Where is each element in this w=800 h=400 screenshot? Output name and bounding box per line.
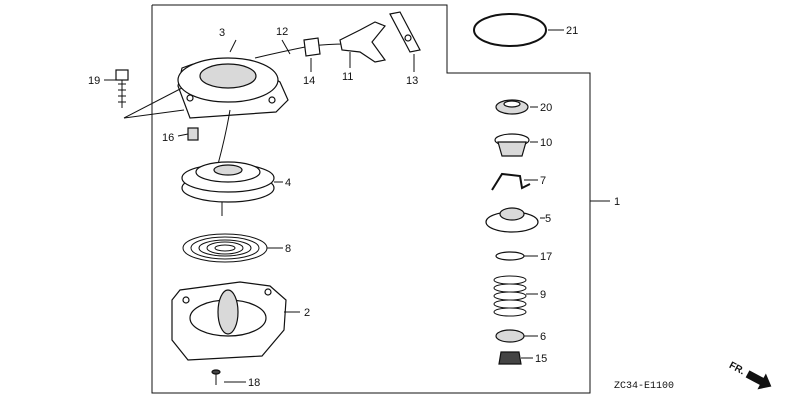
ratchet-guide xyxy=(485,207,539,233)
callout-7: 7 xyxy=(540,175,546,187)
callout-13: 13 xyxy=(406,75,418,87)
starter-base xyxy=(171,281,287,361)
friction-spring xyxy=(493,275,527,317)
setting-nut xyxy=(498,351,522,365)
callout-5: 5 xyxy=(545,213,551,225)
front-direction-indicator: FR. xyxy=(727,360,772,390)
grip-bracket xyxy=(389,11,421,53)
ratchet-guide-spring xyxy=(491,172,531,191)
callout-20: 20 xyxy=(540,102,552,114)
callout-12: 12 xyxy=(276,26,288,38)
drawing-code: ZC34-E1100 xyxy=(614,381,674,392)
starter-reel xyxy=(181,161,275,216)
direction-label: FR. xyxy=(727,360,747,377)
callout-17: 17 xyxy=(540,251,552,263)
bearing xyxy=(495,99,529,115)
starter-grip xyxy=(339,21,387,63)
o-ring xyxy=(473,13,547,47)
rope-guide xyxy=(303,37,321,57)
callout-4: 4 xyxy=(285,177,291,189)
callout-8: 8 xyxy=(285,243,291,255)
tapping-screw xyxy=(211,369,221,385)
bolt-leader-1 xyxy=(123,87,183,119)
callout-6: 6 xyxy=(540,331,546,343)
direction-arrow-icon xyxy=(745,370,772,390)
friction-plate xyxy=(495,251,525,261)
leader-lines xyxy=(104,29,610,383)
callout-3: 3 xyxy=(219,27,225,39)
starter-rope xyxy=(254,43,346,59)
ratchet-gear xyxy=(494,133,530,157)
callout-1: 1 xyxy=(614,196,620,208)
callout-9: 9 xyxy=(540,289,546,301)
callout-10: 10 xyxy=(540,137,552,149)
callout-15: 15 xyxy=(535,353,547,365)
collar xyxy=(187,127,199,141)
spring-seat xyxy=(495,329,525,343)
callout-21: 21 xyxy=(566,25,578,37)
callout-11: 11 xyxy=(342,71,353,83)
assembly-boundary-frame xyxy=(151,4,591,394)
starter-case xyxy=(177,57,289,119)
bolt-leader-2 xyxy=(123,109,185,119)
callout-18: 18 xyxy=(248,377,260,389)
callout-14: 14 xyxy=(303,75,315,87)
callout-16: 16 xyxy=(162,132,174,144)
flange-bolt xyxy=(115,69,129,108)
recoil-spring xyxy=(182,233,268,263)
callout-19: 19 xyxy=(88,75,100,87)
callout-2: 2 xyxy=(304,307,310,319)
